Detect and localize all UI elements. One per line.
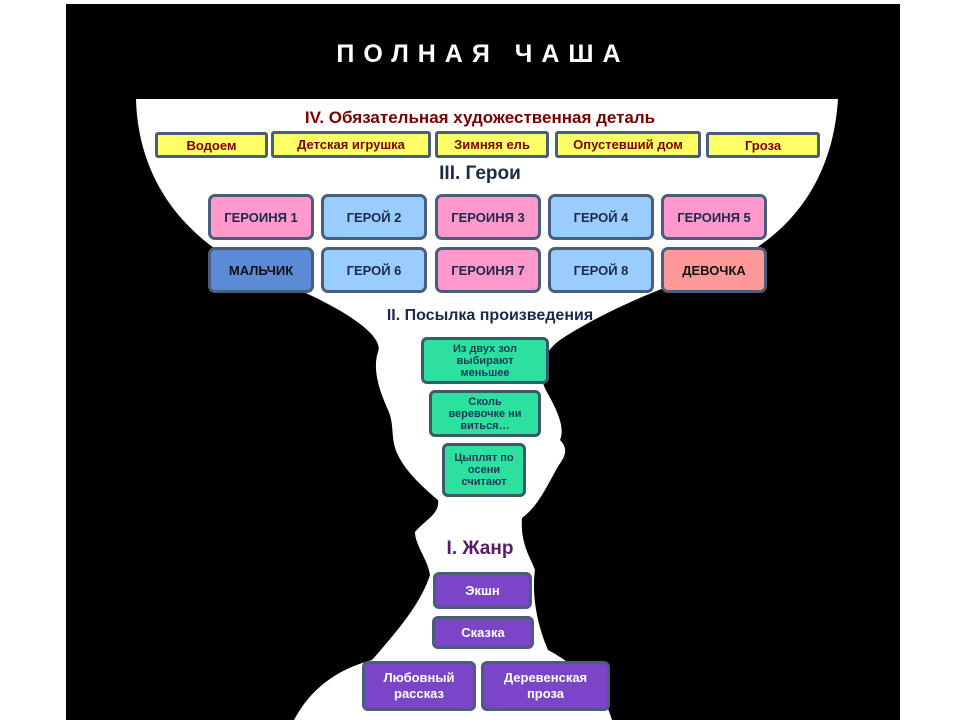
section-1-heading: I. Жанр bbox=[446, 538, 514, 559]
premise-box-1: Из двух зол выбирают меньшее bbox=[421, 337, 549, 384]
hero-box-heroine-3: ГЕРОИНЯ 3 bbox=[435, 194, 541, 240]
hero-box-heroine-1: ГЕРОИНЯ 1 bbox=[208, 194, 314, 240]
hero-box-hero-2: ГЕРОЙ 2 bbox=[321, 194, 427, 240]
hero-box-girl: ДЕВОЧКА bbox=[661, 247, 767, 293]
detail-box-2: Детская игрушка bbox=[271, 131, 431, 158]
section-4-heading: IV. Обязательная художественная деталь bbox=[304, 108, 656, 127]
genre-box-village-prose: Деревенская проза bbox=[481, 661, 610, 711]
premise-box-3: Цыплят по осени считают bbox=[442, 443, 526, 497]
genre-box-love-story: Любовный рассказ bbox=[362, 661, 476, 711]
section-3-heading: III. Герои bbox=[439, 163, 521, 184]
hero-box-boy: МАЛЬЧИК bbox=[208, 247, 314, 293]
section-2-heading: II. Посылка произведения bbox=[386, 307, 594, 324]
detail-box-3: Зимняя ель bbox=[435, 131, 549, 158]
premise-box-2: Сколь веревочке ни виться… bbox=[429, 390, 541, 437]
genre-box-fairytale: Сказка bbox=[432, 616, 534, 649]
genre-box-action: Экшн bbox=[433, 572, 532, 609]
hero-box-hero-4: ГЕРОЙ 4 bbox=[548, 194, 654, 240]
hero-box-heroine-5: ГЕРОИНЯ 5 bbox=[661, 194, 767, 240]
hero-box-heroine-7: ГЕРОИНЯ 7 bbox=[435, 247, 541, 293]
hero-box-hero-6: ГЕРОЙ 6 bbox=[321, 247, 427, 293]
slide-title: ПОЛНАЯ ЧАША bbox=[336, 40, 630, 68]
detail-box-4: Опустевший дом bbox=[555, 131, 701, 158]
hero-box-hero-8: ГЕРОЙ 8 bbox=[548, 247, 654, 293]
detail-box-1: Водоем bbox=[155, 132, 268, 158]
detail-box-5: Гроза bbox=[706, 132, 820, 158]
